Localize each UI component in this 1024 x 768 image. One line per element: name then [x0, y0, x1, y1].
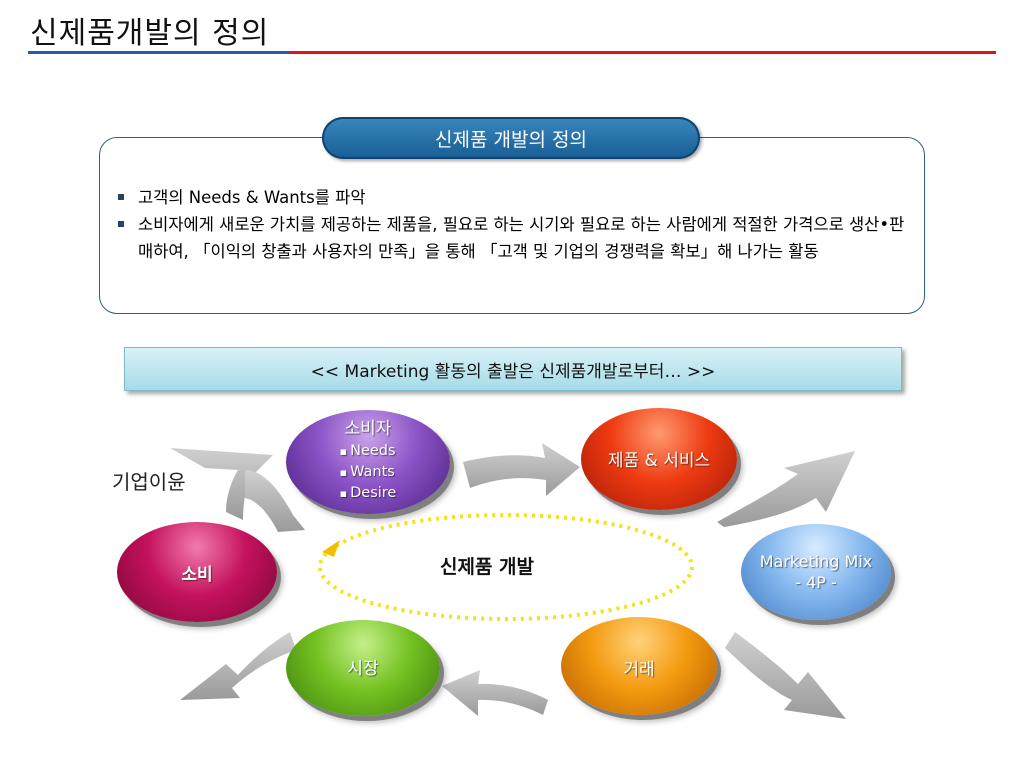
marketing-mix-title: Marketing Mix [759, 552, 873, 571]
deal-node: 거래 [561, 617, 717, 715]
arrow-market-to-consumption-icon [180, 632, 296, 700]
consumption-label: 소비 [181, 564, 213, 585]
deal-label: 거래 [623, 660, 655, 680]
definition-box [99, 137, 925, 314]
center-label: 신제품 개발 [440, 556, 535, 578]
definition-list: 고객의 Needs & Wants를 파악 소비자에게 새로운 가치를 제공하는… [118, 184, 908, 265]
consumer-item: Desire [340, 483, 396, 504]
square-bullet-icon [118, 194, 124, 200]
arrow-consumption-to-consumer-icon [170, 448, 273, 520]
consumer-item: Wants [340, 462, 397, 483]
arrow-profit-feed-icon [245, 470, 305, 532]
consumer-node: 소비자 Needs Wants Desire [286, 410, 450, 514]
product-service-label: 제품 & 서비스 [607, 451, 711, 471]
arrow-mix-to-deal-icon [725, 632, 846, 719]
page-title: 신제품개발의 정의 [30, 16, 270, 51]
definition-bullet-1: 고객의 Needs & Wants를 파악 [118, 184, 908, 211]
product-service-node: 제품 & 서비스 [581, 408, 737, 510]
marketing-mix-subtitle: - 4P - [795, 573, 837, 592]
marketing-banner: << Marketing 활동의 출발은 신제품개발로부터… >> [124, 347, 902, 391]
marketing-mix-node: Marketing Mix - 4P - [741, 524, 891, 620]
title-underline [28, 51, 996, 54]
bullet-text: 소비자에게 새로운 가치를 제공하는 제품을, 필요로 하는 시기와 필요로 하… [138, 215, 905, 261]
definition-bullet-2: 소비자에게 새로운 가치를 제공하는 제품을, 필요로 하는 시기와 필요로 하… [118, 211, 908, 265]
consumption-node: 소비 [117, 522, 277, 622]
center-dotted-ellipse [318, 513, 694, 621]
market-node: 시장 [286, 620, 440, 716]
bullet-text: 고객의 Needs & Wants를 파악 [138, 188, 366, 207]
arrow-consumer-to-product-icon [463, 443, 580, 496]
consumer-item: Needs [340, 441, 397, 462]
market-label: 시장 [347, 659, 379, 679]
cycle-arrowhead-icon [322, 540, 340, 557]
arrow-deal-to-market-icon [442, 670, 548, 716]
consumer-needs-list: Needs Wants Desire [340, 441, 397, 504]
consumer-label: 소비자 [344, 419, 392, 439]
arrow-product-to-mix-icon [717, 451, 855, 527]
profit-label: 기업이윤 [112, 470, 186, 494]
definition-heading: 신제품 개발의 정의 [322, 117, 700, 159]
square-bullet-icon [118, 221, 124, 227]
